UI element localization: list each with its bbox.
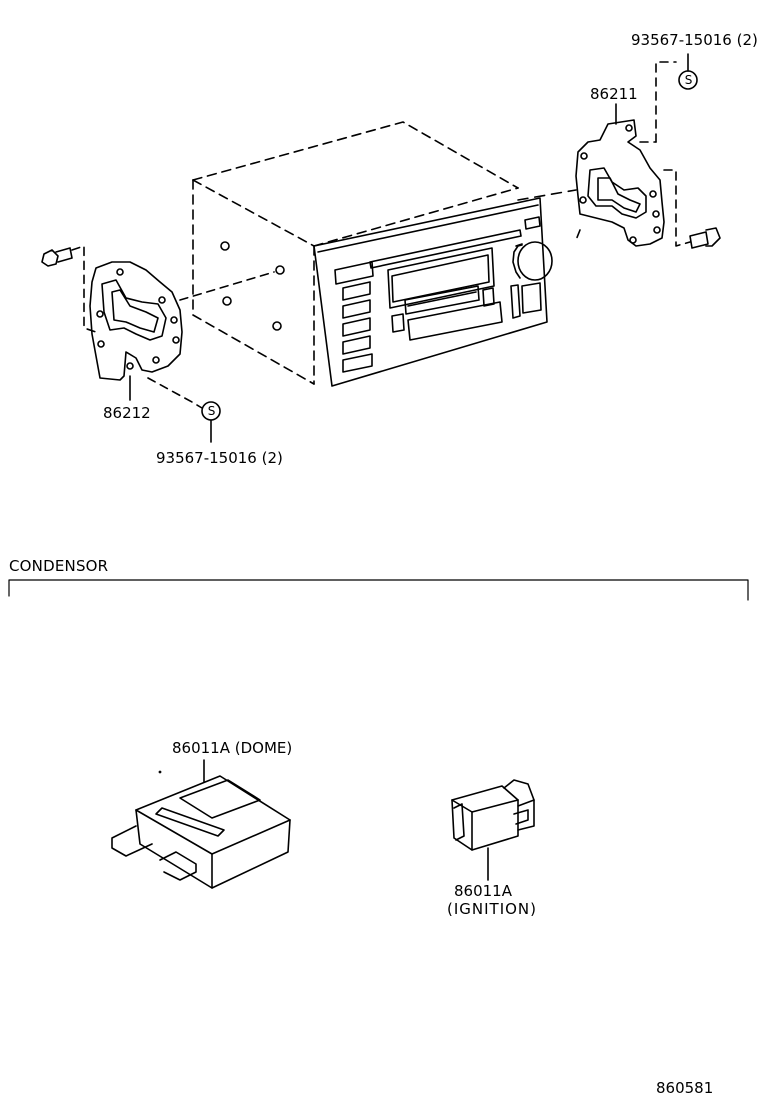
bolt-bottom-left-label: 93567-15016 (2): [156, 449, 283, 467]
condensor-dome: [111, 759, 291, 889]
bracket-86212: [41, 245, 275, 409]
section-title: CONDENSOR: [9, 557, 109, 575]
bolt-top-right-label: 93567-15016 (2): [631, 31, 758, 49]
reference-code: 860581: [656, 1079, 714, 1097]
radio-unit: [192, 121, 553, 387]
screw-symbol-bottom-letter: S: [207, 404, 216, 418]
condensor-ignition-name-label: (IGNITION): [447, 900, 538, 918]
condensor-ignition-part-label: 86011A: [454, 882, 512, 900]
bracket-right-label: 86211: [590, 85, 638, 103]
bracket-86211: [517, 61, 721, 249]
condensor-ignition: [451, 779, 535, 881]
bracket-left-label: 86212: [103, 404, 151, 422]
screw-symbol-bottom: [201, 401, 221, 443]
section-bracket: [8, 579, 749, 601]
screw-symbol-top-letter: S: [684, 73, 693, 87]
condensor-dome-label: 86011A (DOME): [172, 739, 293, 757]
screw-symbol-top: [678, 53, 698, 90]
